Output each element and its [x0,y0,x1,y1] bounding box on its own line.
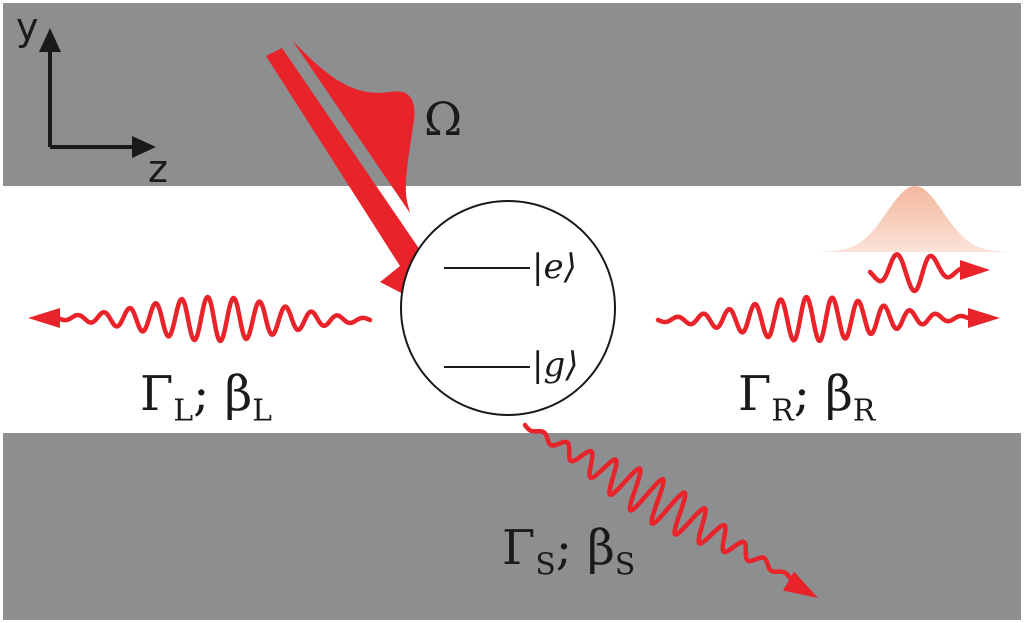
left-channel-label: ΓL; βL [140,366,273,429]
z-axis-label: z [148,147,168,191]
output-pulse-arrowhead [960,260,990,280]
z-axis-arrowhead [132,136,156,158]
right-channel-label: ΓR; βR [738,366,876,429]
y-axis-arrowhead [39,28,61,52]
side-channel-label: ΓS; βS [502,520,636,583]
drive-pulse-shape [292,40,415,213]
right-emission-wave [655,294,971,344]
right-emission-arrowhead [968,308,1000,328]
output-pulse-wave [867,252,965,294]
drive-arrow [266,48,442,314]
coordinate-axes [48,44,140,149]
excited-state-label: |e⟩ [532,247,577,287]
side-emission-wave [522,422,793,581]
upper-cladding [3,3,1021,186]
left-emission-wave [55,294,373,344]
left-emission-arrowhead [28,308,60,328]
output-pulse-envelope [815,186,1005,252]
side-emission-arrowhead [783,571,818,598]
lower-cladding [3,433,1021,620]
y-axis-label: y [16,5,39,49]
drive-label: Ω [424,92,463,146]
emitter-atom [400,200,616,416]
ground-state-label: |g⟩ [532,345,579,385]
